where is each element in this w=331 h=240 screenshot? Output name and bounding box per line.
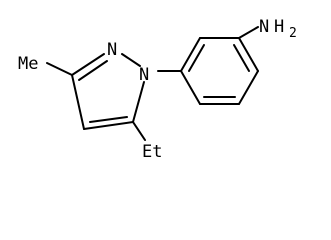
bond-ar-amine <box>238 26 259 39</box>
label-ethyl: Et <box>142 142 162 162</box>
bond-ar-c3-c4 <box>238 37 259 72</box>
bond-c5-n1 <box>132 81 145 123</box>
bond-n2-n1 <box>121 53 141 67</box>
bond-c4-c5 <box>83 121 134 130</box>
bond-c3-n2-double <box>78 60 108 81</box>
label-ring-n1: N <box>139 65 149 85</box>
bond-ar-c6-c1 <box>180 70 201 105</box>
bond-methyl-c3 <box>46 62 73 76</box>
label-ring-n2: N <box>107 40 117 60</box>
bond-ar-c1-c2 <box>180 37 201 72</box>
label-amine-h: H <box>274 17 284 37</box>
molecule-structure-diagram: Me N N Et N H 2 <box>18 17 297 162</box>
bond-c3-c4 <box>71 74 85 130</box>
bond-c4-c5-double <box>89 116 128 123</box>
bond-c3-n2 <box>71 53 105 76</box>
label-amine-n: N <box>259 17 269 37</box>
bond-c5-ethyl <box>132 121 146 141</box>
label-amine-sub: 2 <box>289 26 297 41</box>
bond-ar-inner-2 <box>233 44 250 72</box>
bond-ar-c4-c5 <box>238 70 259 105</box>
bond-ar-inner-1 <box>188 44 205 72</box>
label-methyl: Me <box>18 54 38 74</box>
